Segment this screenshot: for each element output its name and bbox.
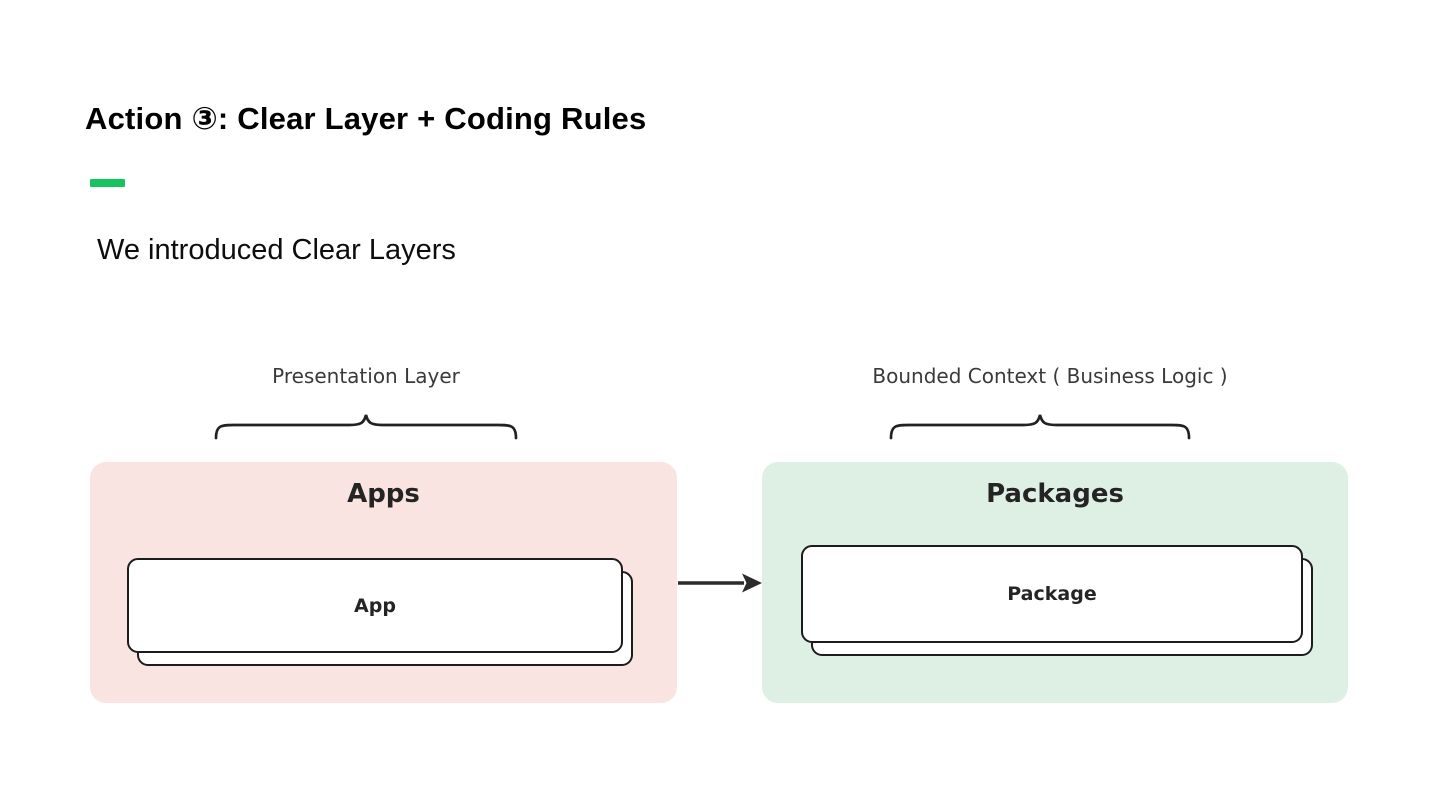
apps-group: Apps App xyxy=(90,462,677,703)
slide-subtitle: We introduced Clear Layers xyxy=(97,234,456,266)
package-card: Package xyxy=(801,545,1303,643)
app-card-stack: App xyxy=(127,558,633,666)
presentation-layer-label: Presentation Layer xyxy=(272,364,460,388)
apps-group-title: Apps xyxy=(347,479,420,509)
left-brace-icon xyxy=(214,414,518,440)
right-brace-icon xyxy=(889,414,1191,440)
app-card: App xyxy=(127,558,623,653)
bounded-context-label: Bounded Context ( Business Logic ) xyxy=(872,364,1228,388)
accent-dash xyxy=(90,179,125,187)
packages-group-title: Packages xyxy=(986,479,1124,509)
slide-title: Action ③: Clear Layer + Coding Rules xyxy=(85,101,647,136)
packages-group: Packages Package xyxy=(762,462,1348,703)
package-card-label: Package xyxy=(1007,583,1097,605)
app-card-label: App xyxy=(354,594,396,617)
package-card-stack: Package xyxy=(801,545,1313,656)
right-arrow-icon xyxy=(678,573,762,593)
